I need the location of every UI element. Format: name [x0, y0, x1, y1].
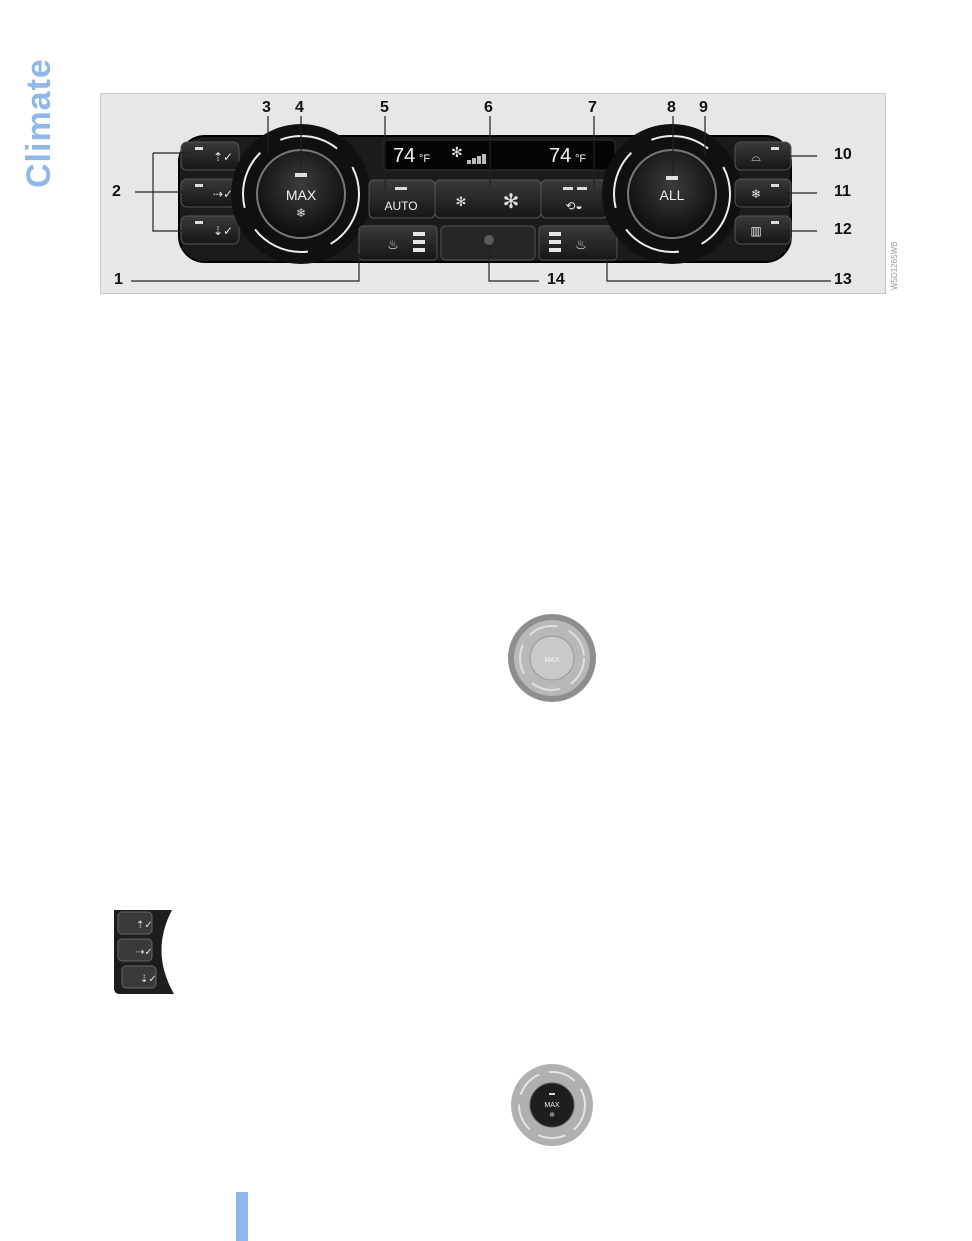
air-up-icon: ⇡✓ [213, 150, 233, 164]
air-middle-button[interactable]: ⇢✓ [180, 178, 240, 208]
svg-text:⇢✓: ⇢✓ [136, 947, 153, 958]
callout-9: 9 [699, 99, 708, 116]
rear-defrost-icon: ▥ [750, 224, 761, 238]
ac-snowflake-icon: ❄ [751, 187, 761, 201]
callout-13: 13 [834, 271, 852, 288]
all-button-label[interactable]: ALL [660, 187, 685, 203]
svg-text:⇣✓: ⇣✓ [140, 974, 157, 985]
ac-button[interactable]: ❄ [734, 178, 792, 208]
callout-1: 1 [114, 271, 123, 288]
leader-lines [131, 116, 831, 282]
fan-speed-button[interactable]: ✻ ✻ [434, 179, 542, 219]
sensor-icon [484, 235, 494, 245]
callout-3: 3 [262, 99, 271, 116]
callout-8: 8 [667, 99, 676, 116]
svg-text:✻: ✻ [503, 191, 520, 213]
left-temp-unit: °F [419, 153, 430, 165]
max-button-label[interactable]: MAX [286, 187, 317, 203]
air-distribution-thumbnail: ⇡✓ ⇢✓ ⇣✓ [114, 910, 174, 994]
max-knob-label: MAX [544, 1102, 560, 1109]
svg-text:MAX: MAX [544, 657, 560, 664]
page-title: Climate [20, 58, 58, 188]
climate-panel-illustration: ⇡✓ ⇢✓ ⇣✓ MAX ❄ 74 °F ✻ 74 °F [131, 116, 831, 282]
defrost-icon: ⌓ [751, 150, 761, 164]
right-temp-unit: °F [575, 153, 586, 165]
auto-button-label: AUTO [384, 199, 417, 213]
windshield-defrost-button[interactable]: ⌓ [734, 141, 792, 171]
sensor-cover [440, 225, 536, 261]
svg-text:✻: ✻ [456, 194, 467, 209]
max-knob-thumbnail: MAX ❄ [511, 1064, 593, 1146]
ac-snowflake-icon: ❄ [296, 206, 306, 220]
right-temp-value: 74 [549, 145, 571, 167]
air-middle-icon: ⇢✓ [213, 187, 233, 201]
callout-6: 6 [484, 99, 493, 116]
left-temperature-knob[interactable]: MAX ❄ [231, 124, 371, 264]
callout-7: 7 [588, 99, 597, 116]
left-seat-heating-button[interactable]: ♨ [358, 225, 438, 261]
air-up-button[interactable]: ⇡✓ [180, 141, 240, 171]
svg-text:♨: ♨ [575, 237, 587, 252]
air-down-icon: ⇣✓ [213, 224, 233, 238]
right-temperature-knob[interactable]: ALL [602, 124, 742, 264]
fan-icon: ✻ [451, 144, 463, 160]
image-code: W5D1265WB [890, 241, 899, 290]
callout-5: 5 [380, 99, 389, 116]
page-accent-bar [236, 1192, 248, 1241]
callout-14: 14 [547, 271, 565, 288]
recirculation-button[interactable]: ⟲◒ [540, 179, 608, 219]
rear-defrost-button[interactable]: ▥ [734, 215, 792, 245]
auto-button[interactable]: AUTO [368, 179, 436, 219]
air-down-button[interactable]: ⇣✓ [180, 215, 240, 245]
callout-2: 2 [112, 183, 121, 200]
right-seat-heating-button[interactable]: ♨ [538, 225, 618, 261]
rotary-knob-thumbnail: MAX [508, 614, 596, 702]
recirculation-icon: ⟲◒ [565, 199, 582, 213]
callout-12: 12 [834, 221, 852, 238]
seat-heating-icon: ♨ [387, 237, 399, 252]
left-temp-value: 74 [393, 145, 415, 167]
climate-panel-figure: ⇡✓ ⇢✓ ⇣✓ MAX ❄ 74 °F ✻ 74 °F [100, 93, 886, 294]
svg-text:❄: ❄ [549, 1111, 555, 1119]
callout-11: 11 [834, 183, 851, 200]
svg-text:⇡✓: ⇡✓ [136, 920, 153, 931]
callout-10: 10 [834, 146, 852, 163]
callout-4: 4 [295, 99, 304, 116]
